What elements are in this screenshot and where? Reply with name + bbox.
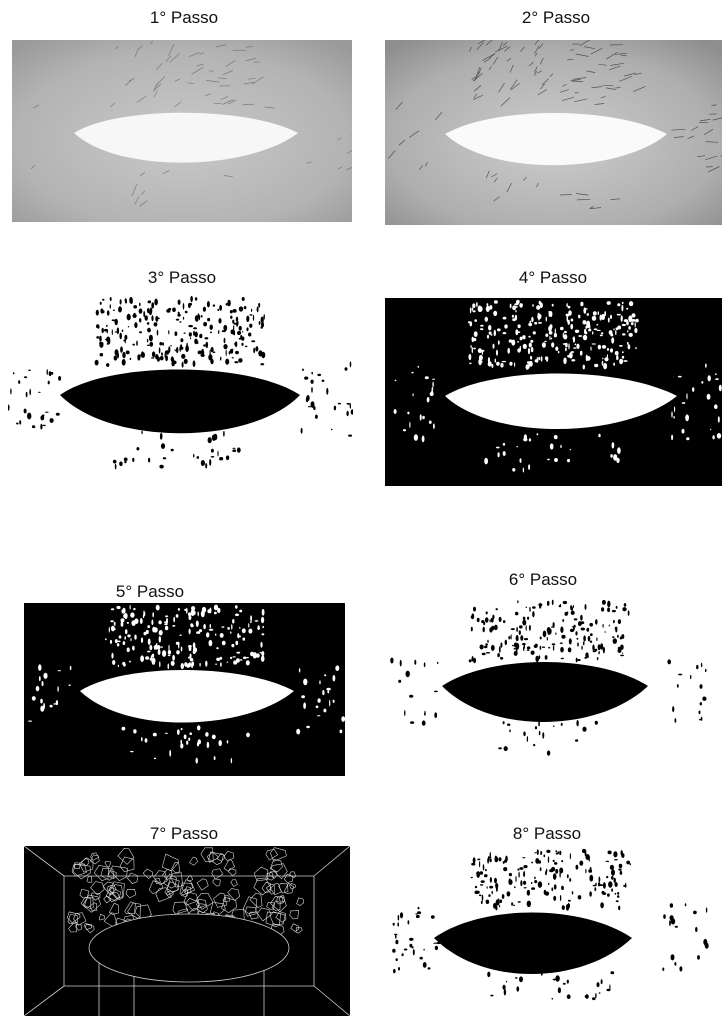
- step-label-7: 7° Passo: [150, 824, 218, 844]
- step-label-8: 8° Passo: [513, 824, 581, 844]
- step-label-1: 1° Passo: [150, 8, 218, 28]
- step-6-image: [390, 598, 710, 768]
- step-5-image: [24, 603, 345, 776]
- step-label-2: 2° Passo: [522, 8, 590, 28]
- step-8-image: [392, 846, 710, 1014]
- step-label-6: 6° Passo: [509, 570, 577, 590]
- step-4-image: [385, 298, 722, 486]
- step-label-4: 4° Passo: [519, 268, 587, 288]
- step-7-image: [24, 846, 350, 1016]
- step-label-5: 5° Passo: [116, 582, 184, 602]
- step-2-image: [385, 40, 722, 225]
- step-1-image: [12, 40, 352, 222]
- step-3-image: [8, 295, 353, 485]
- step-label-3: 3° Passo: [148, 268, 216, 288]
